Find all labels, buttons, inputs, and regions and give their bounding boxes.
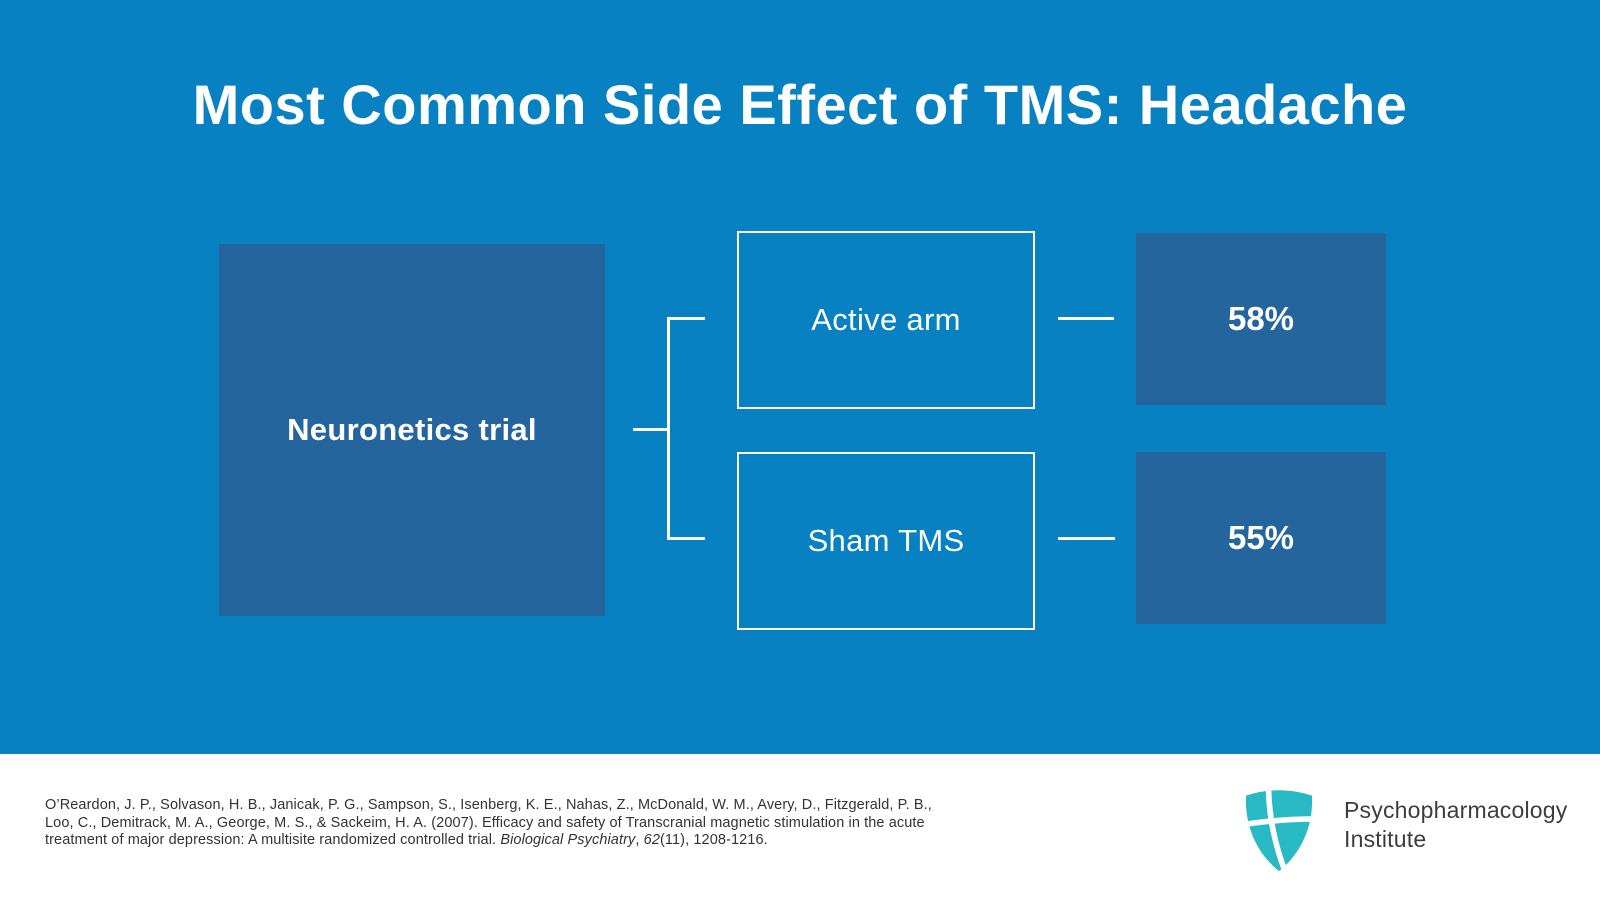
connector-bracket-vertical [667,317,670,540]
diagram-root-box: Neuronetics trial [219,244,605,616]
citation-suffix: (11), 1208-1216. [660,832,768,849]
connector-stub-sham-tms [667,537,705,540]
diagram-value-box-sham-tms: 55% [1136,452,1386,624]
citation-line-2: Loo, C., Demitrack, M. A., George, M. S.… [45,814,925,831]
citation-line-3-prefix: treatment of major depression: A multisi… [45,832,501,849]
diagram-box-active-arm: Active arm [737,231,1035,409]
institute-logo-text: Psychopharmacology Institute [1344,796,1568,854]
slide-blue-background: Most Common Side Effect of TMS: Headache… [0,0,1600,754]
diagram-box-sham-tms: Sham TMS [737,452,1035,630]
diagram-root-label: Neuronetics trial [287,412,537,447]
connector-sham-tms-value [1058,537,1115,540]
logo-line-1: Psychopharmacology [1344,797,1568,823]
diagram-value-box-active-arm: 58% [1136,233,1386,405]
citation-separator: , [635,832,644,849]
connector-stub-active-arm [667,317,705,320]
connector-active-arm-value [1058,317,1114,320]
active-arm-label: Active arm [811,302,961,337]
footer [0,754,1600,899]
shield-cross-icon [1245,790,1313,872]
citation-journal-name: Biological Psychiatry [500,832,636,849]
sham-tms-value: 55% [1227,519,1295,556]
citation-volume: 62 [643,832,660,849]
logo-line-2: Institute [1344,826,1427,852]
connector-root-stub [633,428,668,431]
slide-title: Most Common Side Effect of TMS: Headache [192,73,1408,136]
citation-line-3: treatment of major depression: A multisi… [45,832,932,850]
sham-tms-label: Sham TMS [807,523,965,558]
citation-text: O’Reardon, J. P., Solvason, H. B., Janic… [45,797,932,850]
active-arm-value: 58% [1227,300,1295,337]
citation-line-1: O’Reardon, J. P., Solvason, H. B., Janic… [45,797,932,813]
